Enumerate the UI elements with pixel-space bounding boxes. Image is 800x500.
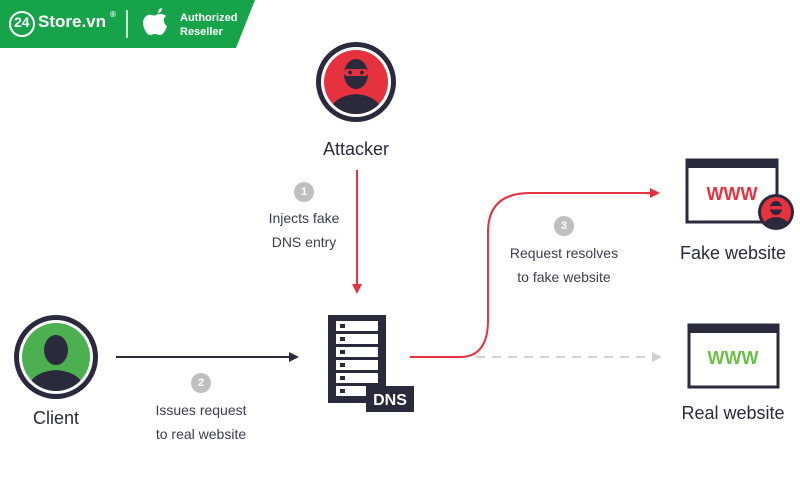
attacker-label: Attacker bbox=[322, 139, 390, 159]
attacker-avatar-icon bbox=[316, 42, 396, 122]
step-1-line-1: Injects fake bbox=[268, 210, 340, 226]
client-label: Client bbox=[32, 408, 80, 428]
brand-name: Store.vn bbox=[38, 12, 107, 31]
fake-www-text: WWW bbox=[707, 184, 758, 204]
apple-icon bbox=[143, 8, 167, 35]
step-1-line-2: DNS entry bbox=[271, 234, 337, 250]
fake-website-label: Fake website bbox=[679, 243, 787, 263]
logo-circle-icon bbox=[9, 11, 35, 37]
logo-number: 24 bbox=[14, 14, 30, 30]
brand-banner bbox=[0, 0, 255, 48]
step-2-badge: 2 bbox=[191, 373, 211, 393]
dns-server-icon: DNS bbox=[328, 315, 414, 412]
real-website-label: Real website bbox=[681, 403, 785, 423]
reseller-line-2: Reseller bbox=[180, 26, 223, 38]
step-1-badge: 1 bbox=[294, 182, 314, 202]
fake-website-icon: WWW bbox=[685, 158, 794, 230]
registered-mark: ® bbox=[110, 10, 116, 19]
step-2-line-1: Issues request bbox=[155, 402, 247, 418]
dns-to-fake-arrow bbox=[410, 188, 660, 358]
step-3-line-2: to fake website bbox=[517, 269, 611, 285]
real-www-text: WWW bbox=[708, 348, 759, 368]
client-avatar-icon bbox=[14, 315, 98, 399]
step-3-badge: 3 bbox=[554, 216, 574, 236]
real-website-icon: WWW bbox=[687, 323, 780, 389]
step-3-line-1: Request resolves bbox=[509, 245, 619, 261]
reseller-line-1: Authorized bbox=[180, 12, 238, 24]
step-2-line-2: to real website bbox=[155, 426, 247, 442]
dns-label: DNS bbox=[373, 392, 407, 409]
